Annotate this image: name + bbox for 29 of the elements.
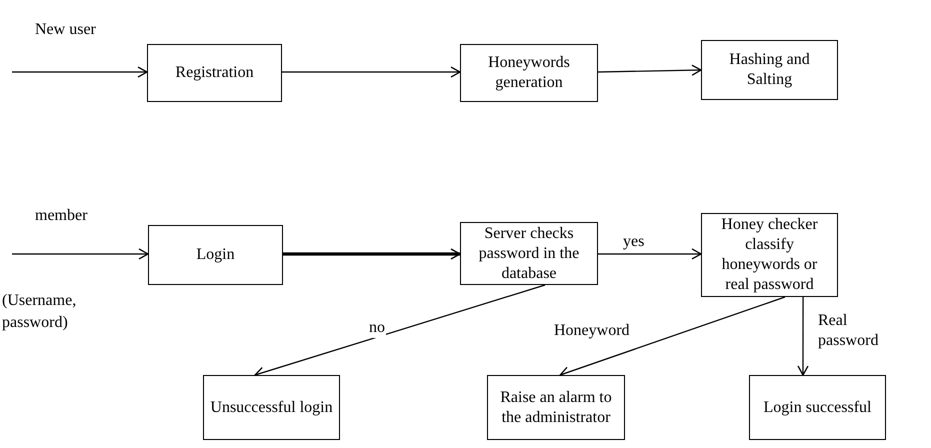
process-box — [749, 375, 886, 440]
arrow — [598, 248, 702, 260]
arrow — [560, 296, 786, 378]
process-box — [460, 222, 598, 285]
box-text: Honey checker classify honeywords or real password — [720, 215, 819, 295]
box-text: Honeywords generation — [487, 53, 571, 93]
process-box — [701, 213, 838, 297]
process-box — [148, 225, 283, 285]
process-box — [147, 44, 282, 102]
arrow — [598, 64, 702, 76]
box-text: Registration — [175, 63, 254, 83]
process-box — [487, 375, 625, 440]
edge-label: Honeyword — [553, 321, 631, 341]
arrow — [12, 248, 149, 260]
input-note: (Username, password) — [2, 291, 78, 333]
box-text: Unsuccessful login — [210, 398, 333, 418]
process-box — [460, 44, 598, 102]
arrow — [12, 66, 148, 78]
box-text: Hashing and Salting — [728, 50, 811, 90]
arrow — [254, 284, 546, 378]
process-box — [701, 40, 838, 100]
arrow — [282, 66, 461, 78]
box-text: Raise an alarm to the administrator — [499, 388, 613, 428]
arrow — [283, 248, 461, 260]
arrow — [797, 297, 809, 376]
box-text: Login — [196, 245, 235, 265]
box-text: Server checks password in the database — [478, 224, 580, 284]
box-text: Login successful — [764, 398, 872, 418]
process-box — [203, 375, 340, 440]
